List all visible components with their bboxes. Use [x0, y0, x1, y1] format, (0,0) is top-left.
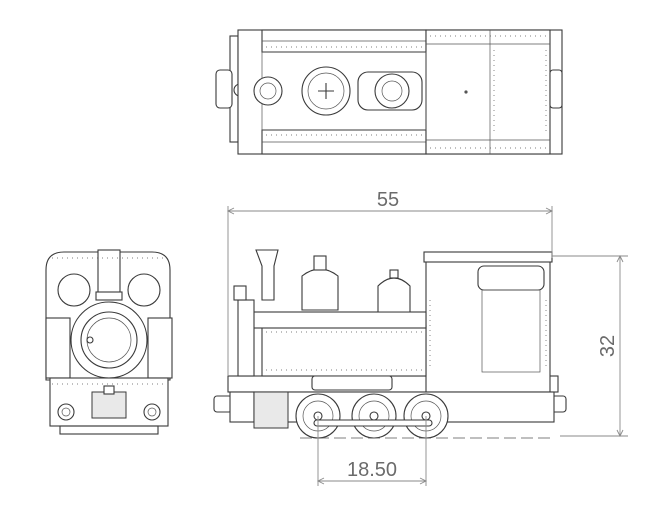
- front-view: [45, 249, 173, 435]
- top-view: [215, 29, 563, 155]
- dimension-height-label: 32: [597, 335, 619, 357]
- dimension-height: 32: [552, 254, 628, 438]
- dimension-wheelbase: 18.50: [316, 416, 428, 486]
- wheel-middle: [351, 393, 397, 439]
- dimension-length: 55: [226, 189, 554, 376]
- dimension-length-label: 55: [377, 189, 399, 211]
- top-view-rivets: [266, 35, 548, 149]
- dimension-wheelbase-label: 18.50: [347, 459, 397, 481]
- side-view: [213, 249, 567, 439]
